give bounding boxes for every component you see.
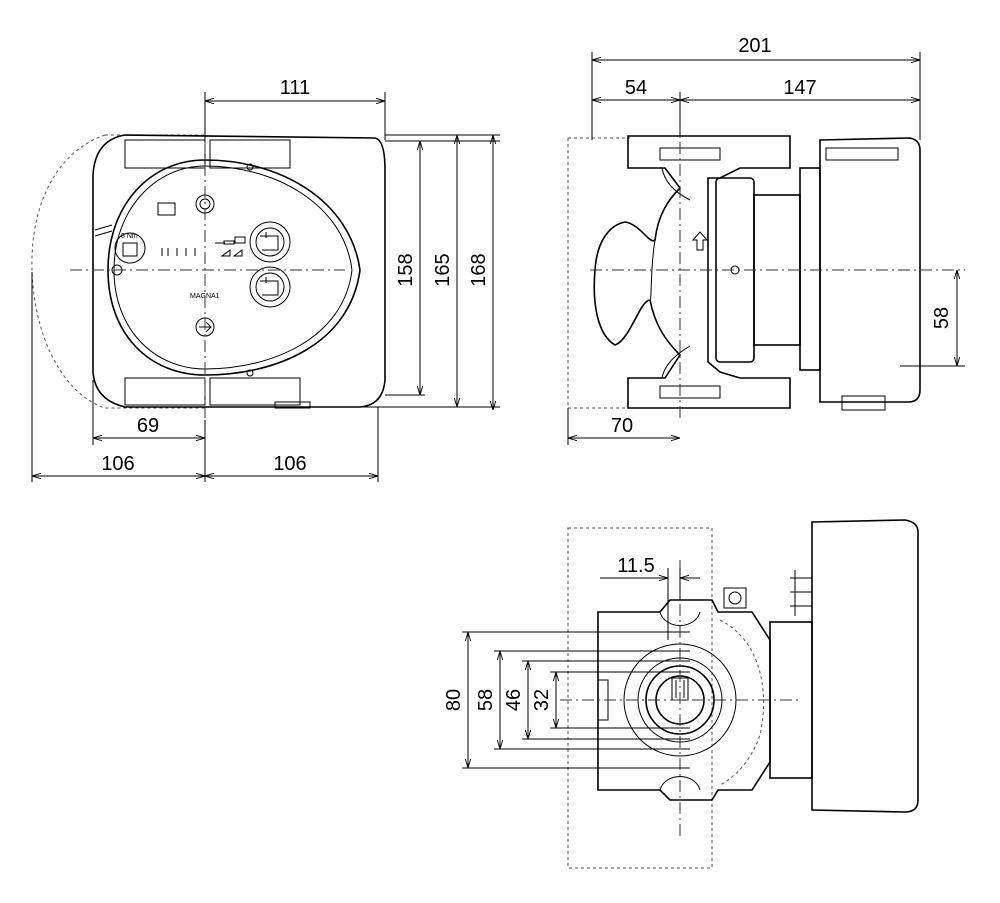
dim-201: 201 xyxy=(738,35,771,57)
screw-corner-top xyxy=(246,163,254,171)
terminal-connector-upper xyxy=(249,221,291,263)
control-panel-face xyxy=(107,159,361,376)
dim-11-5: 11.5 xyxy=(617,555,654,577)
dim-58-flange: 58 xyxy=(475,689,497,711)
pump-body-inner xyxy=(649,167,691,379)
dim-106-left: 106 xyxy=(101,453,134,475)
mode-indicator-lights xyxy=(161,248,196,256)
dim-58-side: 58 xyxy=(931,307,953,329)
dim-168: 168 xyxy=(468,253,490,286)
control-box-cable-gland xyxy=(841,395,886,411)
motor-can xyxy=(799,167,821,371)
flange-control-box xyxy=(811,519,919,813)
front-envelope-outline xyxy=(31,134,205,409)
bottom-bracket xyxy=(124,377,301,406)
flange-bleed-screw xyxy=(723,587,747,609)
flange-view: 11.5 80 58 46 32 xyxy=(443,519,919,869)
dim-32: 32 xyxy=(531,689,553,711)
side-view: 201 54 147 58 70 xyxy=(567,35,965,445)
dim-54: 54 xyxy=(625,77,647,99)
flange-control-box-fins xyxy=(790,570,812,616)
flange-top xyxy=(659,147,721,161)
torque-label: 8 Nm xyxy=(121,233,138,240)
dim-70: 70 xyxy=(611,415,633,437)
dim-147: 147 xyxy=(783,77,816,99)
dim-165: 165 xyxy=(432,253,454,286)
flange-lug-top xyxy=(659,611,701,626)
dim-46: 46 xyxy=(503,689,525,711)
speed-bars-icon xyxy=(215,236,246,245)
power-connector: 8 Nm xyxy=(114,232,146,264)
dim-111: 111 xyxy=(280,77,310,99)
front-view: 8 Nm MAGNA1 111 158 165 168 69 xyxy=(31,77,500,482)
indicator-window xyxy=(157,202,176,216)
top-bracket xyxy=(124,139,291,169)
flange-lug-bottom xyxy=(659,776,701,791)
bottom-plate xyxy=(274,401,311,409)
control-box-lid xyxy=(825,147,899,161)
flange-housing-dashed-arc xyxy=(719,619,765,786)
dim-80: 80 xyxy=(443,689,465,711)
pump-body-outline xyxy=(593,135,791,409)
side-envelope-outline xyxy=(567,137,630,409)
control-panel-inner xyxy=(113,165,353,370)
curve-triangles-icon xyxy=(220,249,243,257)
screw-corner-bottom xyxy=(246,369,254,377)
flange-bottom xyxy=(659,385,721,399)
terminal-connector-lower xyxy=(249,266,291,308)
flange-bleed-screw-head xyxy=(728,591,742,605)
flange-pump-housing xyxy=(597,599,771,801)
control-box-outline xyxy=(819,137,921,403)
flange-envelope-outline xyxy=(567,527,713,869)
dim-69: 69 xyxy=(137,415,159,437)
flow-direction-arrow xyxy=(691,231,709,251)
cable-strap xyxy=(94,224,113,237)
dim-158: 158 xyxy=(395,253,417,286)
dim-106-right: 106 xyxy=(273,453,306,475)
